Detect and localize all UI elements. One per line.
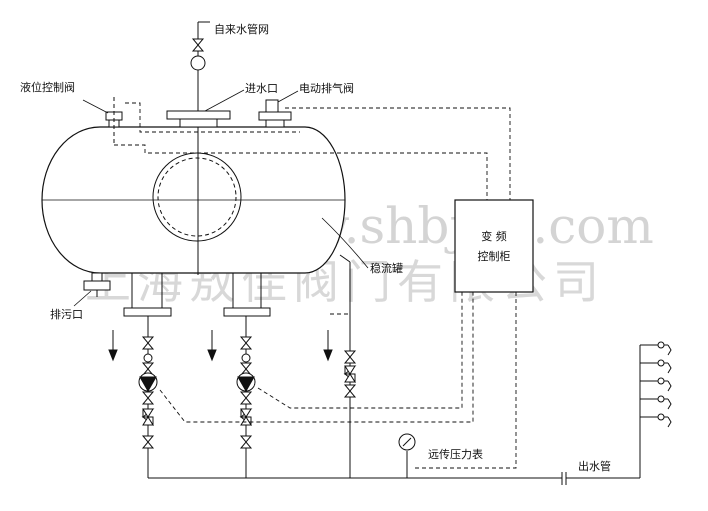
stabilizer-tank [41,22,346,275]
remote-pressure-gauge [398,433,416,478]
level-control-valve [105,97,123,145]
label-water-inlet: 进水口 [245,82,278,95]
vent-valve [258,99,292,128]
distribution-branches [640,341,672,428]
tank-outlet-nozzles [123,254,351,352]
label-city-water: 自来水管网 [214,22,269,36]
label-tank: 稳流罐 [370,261,403,275]
cabinet-label-line2: 控制柜 [478,249,511,263]
label-remote-gauge: 远传压力表 [428,447,483,461]
label-level-valve: 液位控制阀 [20,80,75,94]
flow-arrows [108,330,333,362]
inlet-valve-assembly [190,21,210,71]
label-vent-valve: 电动排气阀 [299,81,354,95]
pump-line-2 [236,316,256,478]
outlet-header [148,345,641,485]
control-wiring [114,102,517,469]
label-outlet: 出水管 [578,459,611,473]
pump-line-1 [138,316,158,478]
label-drain: 排污口 [50,307,83,321]
vfd-cabinet: 变 频 控制柜 [454,199,534,293]
drain-outlet [83,272,111,297]
inlet-flange [166,110,231,128]
bypass-line [344,350,356,478]
cabinet-label-line1: 变 频 [481,229,507,243]
